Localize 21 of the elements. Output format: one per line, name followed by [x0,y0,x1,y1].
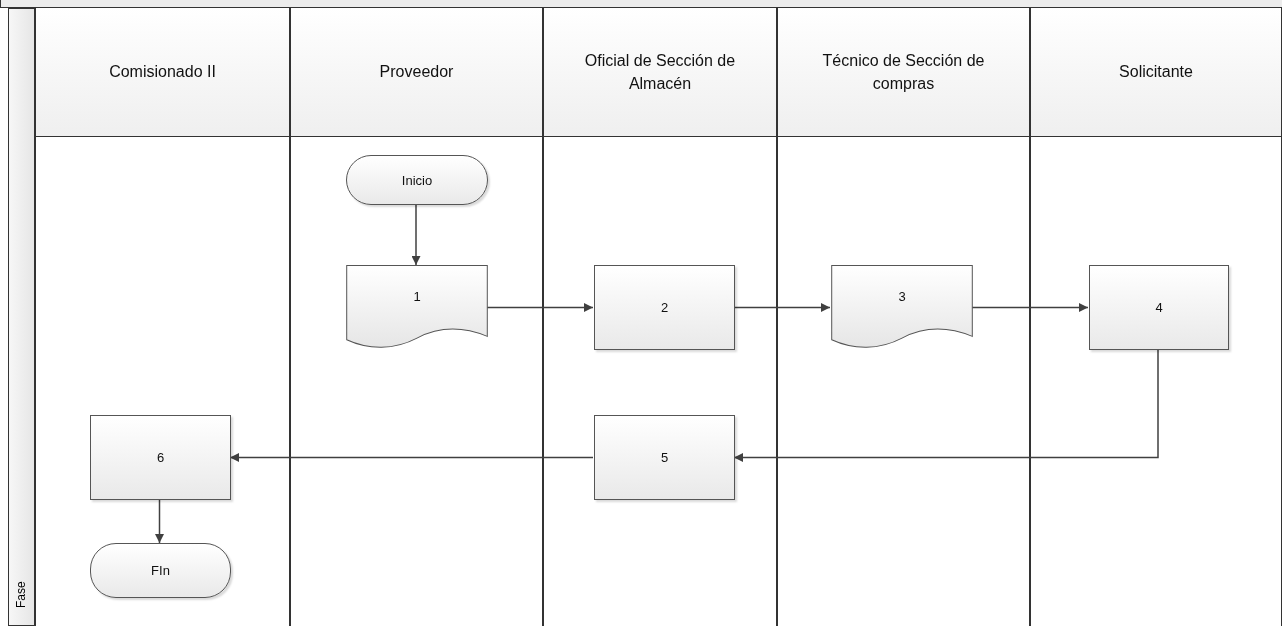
swimlane [543,8,777,626]
arrow [155,499,164,544]
swimlane [1030,8,1282,626]
arrow [486,303,594,312]
arrow [411,204,421,266]
arrow [733,303,831,312]
arrow [733,349,1159,462]
swimlane [777,8,1030,626]
terminator-shape: FIn [90,543,231,598]
terminator-shape: Inicio [346,155,488,205]
phase-label: Fase [13,581,28,608]
document-shape: 3 [831,265,973,350]
process-box: 5 [594,415,735,500]
process-box: 2 [594,265,735,350]
swimlane [290,8,543,626]
swimlane [35,8,290,626]
arrow [971,303,1089,312]
document-shape: 1 [346,265,488,350]
process-box: 4 [1089,265,1229,350]
arrow [229,453,594,462]
process-box: 6 [90,415,231,500]
